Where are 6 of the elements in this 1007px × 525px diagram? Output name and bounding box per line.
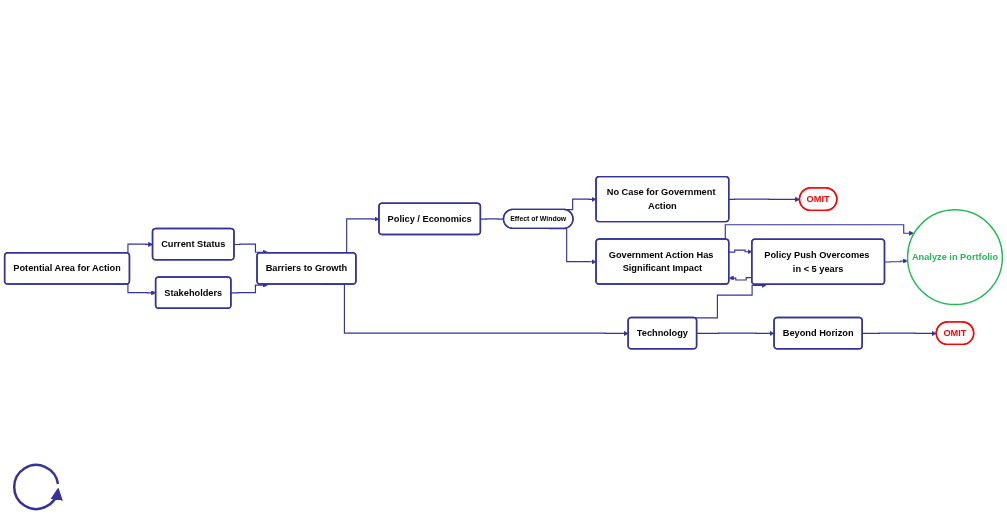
arrow xyxy=(728,196,800,202)
arrow xyxy=(884,258,908,264)
arrow xyxy=(233,243,268,255)
node-circle: Analyze in Portfolio xyxy=(906,208,1004,306)
arrow xyxy=(230,282,268,294)
arrow xyxy=(696,330,775,336)
